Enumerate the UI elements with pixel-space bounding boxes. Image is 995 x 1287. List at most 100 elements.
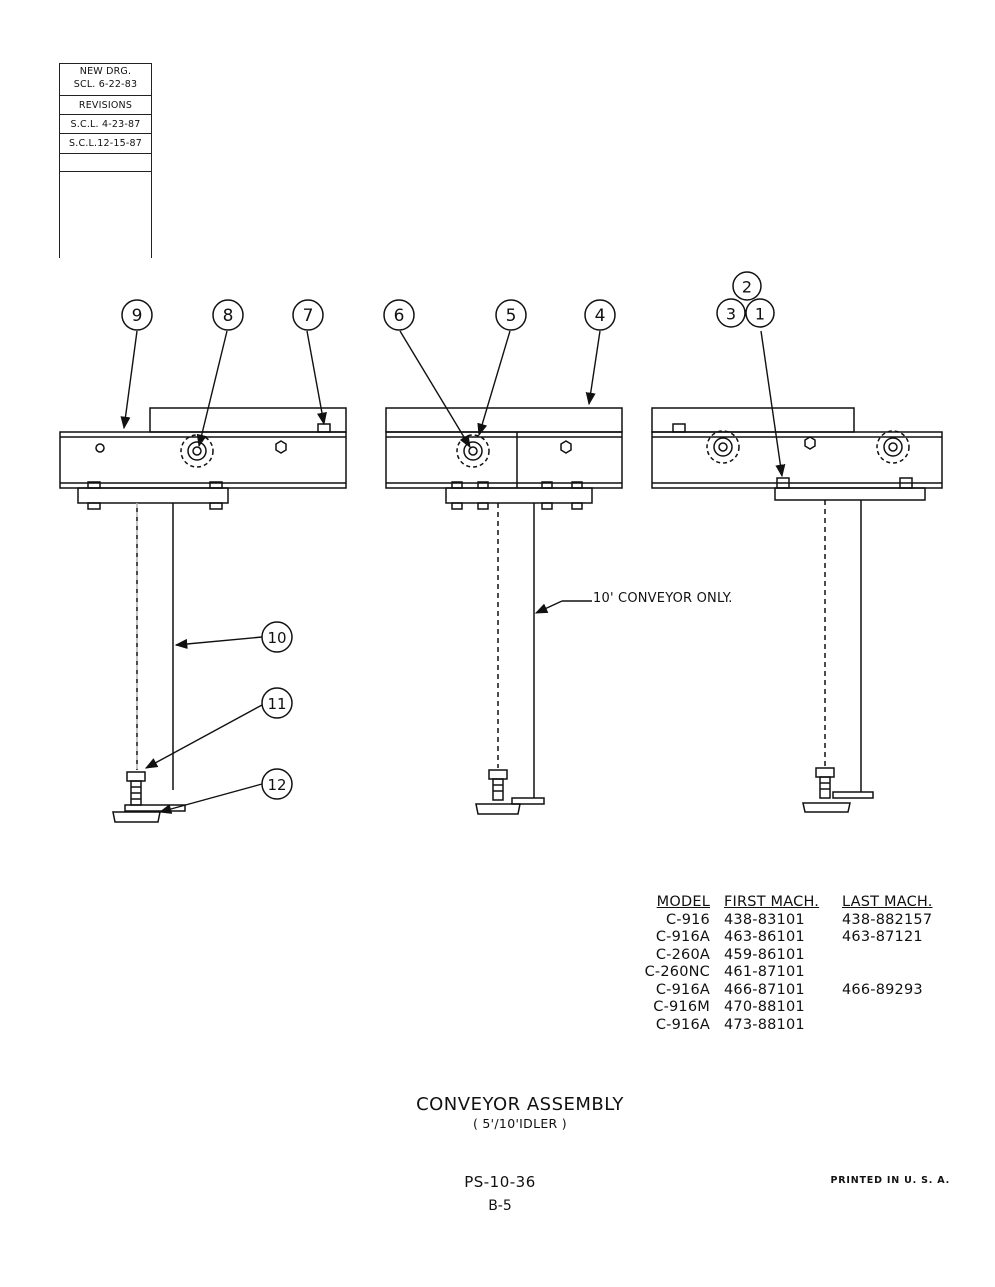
foot-plate: [511, 797, 545, 805]
axle-detail: [706, 430, 740, 464]
divider: [60, 63, 151, 64]
new-drawing-label: NEW DRG.: [79, 66, 132, 77]
first-machine-cell: 438-83101: [724, 911, 805, 928]
roller-bed: [149, 407, 347, 433]
first-machine-cell: 470-88101: [724, 999, 805, 1015]
balloon-5: [495, 299, 527, 331]
leveling-screw: [492, 778, 504, 801]
balloon-8-label: 8: [223, 306, 234, 326]
bolt: [317, 423, 331, 433]
balloon-6-label: 6: [394, 306, 405, 326]
drawing-subtitle: ( 5'/10'IDLER ): [472, 1116, 567, 1131]
balloon-4-label: 4: [595, 306, 606, 326]
hex-nut: [804, 436, 816, 450]
jam-nut: [126, 771, 146, 782]
drawing-title: CONVEYOR ASSEMBLY: [416, 1094, 624, 1115]
ten-foot-conveyor-note: 10' CONVEYOR ONLY.: [593, 591, 733, 606]
model-header: MODEL: [656, 894, 710, 910]
middle-conveyor-section: [385, 407, 623, 815]
first-machine-cell: 473-88101: [724, 1016, 805, 1033]
hex-nut: [560, 440, 572, 454]
mount-plate: [445, 487, 593, 504]
last-machine-cell: [842, 1017, 952, 1035]
last-machine-cell: 438-882157: [842, 911, 933, 928]
balloon-6: [383, 299, 415, 331]
foot-plate: [124, 804, 186, 812]
last-machine-cell: [842, 999, 952, 1017]
right-conveyor-section: [651, 407, 943, 813]
balloon-12-label: 12: [267, 776, 286, 794]
balloon-10-label: 10: [267, 629, 286, 647]
balloon-4: [584, 299, 616, 331]
balloon-12: [261, 768, 293, 800]
side-frame: [651, 431, 943, 489]
revision-entry-1: S.C.L. 4-23-87: [70, 119, 141, 130]
balloon-11-label: 11: [267, 695, 286, 713]
balloon-3-label: 3: [726, 305, 736, 324]
divider: [60, 133, 151, 134]
balloon-9-label: 9: [132, 306, 143, 326]
axle-detail: [180, 434, 214, 468]
balloon-9: [121, 299, 153, 331]
revision-entry-2: S.C.L.12-15-87: [69, 138, 142, 149]
balloon-5-label: 5: [506, 306, 517, 326]
balloon-8: [212, 299, 244, 331]
first-machine-cell: 461-87101: [724, 964, 805, 980]
model-cell: C-916A: [655, 929, 710, 945]
bolt: [672, 423, 686, 433]
roller-bed: [385, 407, 623, 433]
leader-lines: [120, 330, 786, 814]
printed-in-usa: PRINTED IN U. S. A.: [830, 1175, 950, 1186]
first-machine-cell: 459-86101: [724, 946, 805, 963]
divider: [60, 153, 151, 154]
divider: [60, 95, 151, 96]
axle-detail: [876, 430, 910, 464]
balloon-11: [261, 687, 293, 719]
model-cell: C-260NC: [644, 964, 710, 980]
foot-plate: [832, 791, 874, 799]
balloon-2-label: 2: [742, 278, 752, 297]
divider: [60, 171, 151, 172]
last-machine-cell: 463-87121: [842, 929, 923, 945]
leveling-foot: [802, 802, 851, 813]
balloon-1: [745, 298, 775, 328]
model-column: MODEL C-916 C-916A C-260A C-260NC C-916A…: [628, 894, 710, 1034]
jam-nut: [815, 767, 835, 778]
leveling-foot: [475, 803, 521, 815]
model-cell: C-916M: [653, 999, 710, 1015]
balloon-7-label: 7: [303, 306, 314, 326]
drawing-code: PS-10-36: [464, 1173, 536, 1191]
model-cell: C-916A: [655, 1016, 710, 1033]
first-machine-column: FIRST MACH. 438-83101 463-86101 459-8610…: [724, 894, 834, 1034]
last-machine-cell: [842, 964, 952, 982]
model-cell: C-916: [665, 911, 710, 928]
balloon-2: [732, 271, 762, 301]
left-conveyor-section: [59, 407, 347, 823]
item-balloons: [121, 271, 775, 800]
revision-block: NEW DRG. SCL. 6-22-83 REVISIONS S.C.L. 4…: [59, 63, 152, 258]
side-frame: [385, 431, 623, 489]
roller-bed: [651, 407, 855, 433]
axle-detail: [456, 434, 490, 468]
balloon-1-label: 1: [755, 305, 765, 324]
balloon-7: [292, 299, 324, 331]
leveling-foot: [112, 811, 161, 823]
model-cell: C-260A: [655, 946, 710, 963]
page-code: B-5: [488, 1198, 512, 1214]
balloon-3: [716, 298, 746, 328]
last-machine-column: LAST MACH. 438-882157 463-87121 466-8929…: [842, 894, 952, 1034]
model-cell: C-916A: [655, 981, 710, 998]
new-drawing-date: SCL. 6-22-83: [73, 79, 138, 90]
mount-plate: [77, 487, 229, 504]
side-frame: [59, 431, 347, 489]
jam-nut: [488, 769, 508, 780]
balloon-10: [261, 621, 293, 653]
frame-hole: [95, 443, 105, 453]
last-machine-header: LAST MACH.: [842, 894, 933, 910]
last-machine-cell: 466-89293: [842, 981, 923, 998]
last-machine-cell: [842, 947, 952, 965]
leveling-screw: [819, 776, 831, 799]
first-machine-cell: 466-87101: [724, 981, 805, 998]
divider: [60, 114, 151, 115]
